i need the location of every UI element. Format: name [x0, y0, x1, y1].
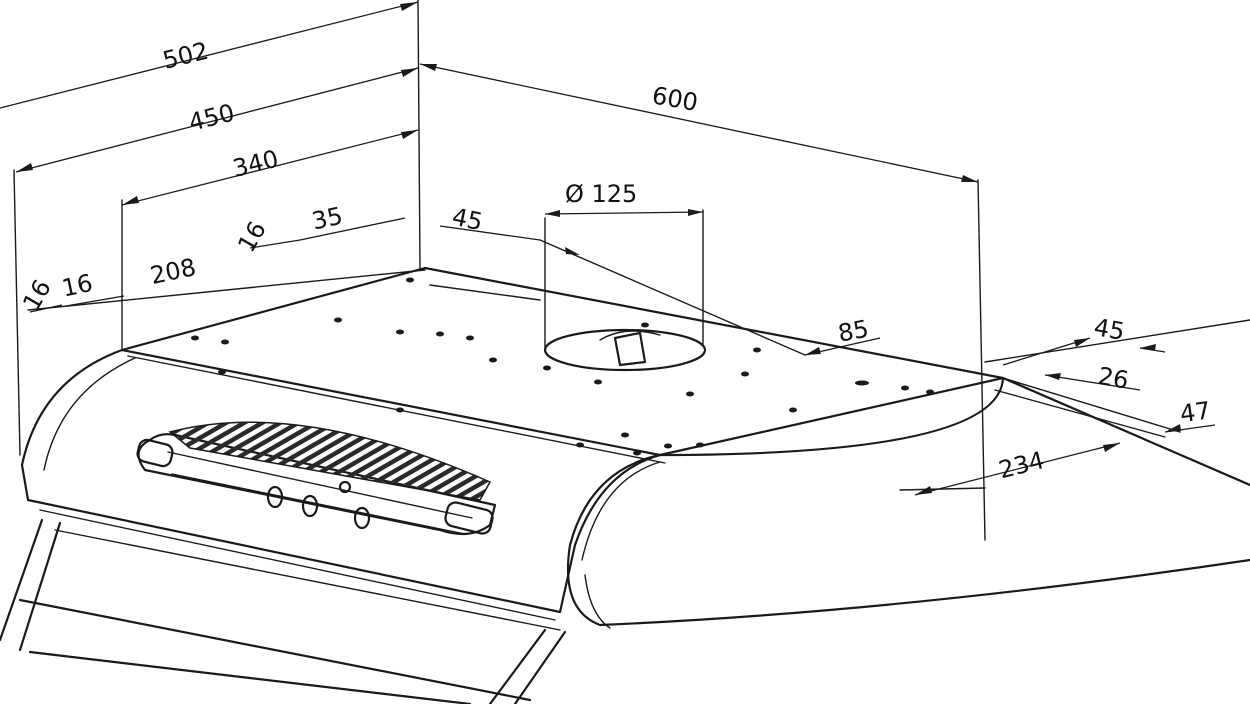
mounting-holes — [191, 277, 934, 456]
dim-small-left — [29, 217, 580, 313]
control-knob-3 — [353, 506, 371, 530]
dim-600 — [419, 63, 979, 183]
label-outlet-diameter: Ø 125 — [565, 180, 637, 208]
dim-85 — [804, 337, 881, 356]
label-35: 35 — [309, 202, 345, 236]
label-85: 85 — [836, 315, 871, 348]
label-16-a: 16 — [17, 275, 57, 315]
control-knob-1 — [266, 485, 284, 509]
hood-right-end-cap — [658, 376, 1250, 487]
extension-lines — [13, 0, 1250, 541]
label-16-b: 16 — [59, 269, 95, 303]
label-340: 340 — [230, 145, 281, 183]
left-grip-handle — [136, 438, 174, 468]
label-45-right: 45 — [1092, 313, 1127, 346]
label-47: 47 — [1178, 396, 1212, 428]
hood-front-panel — [20, 348, 662, 614]
exhaust-outlet — [543, 209, 707, 372]
control-panel-frame — [137, 433, 497, 536]
label-45-top: 45 — [449, 203, 485, 237]
dim-502 — [0, 1, 419, 109]
label-502: 502 — [160, 37, 211, 75]
control-knob-2 — [301, 494, 319, 518]
control-panel — [136, 421, 497, 536]
dim-340 — [121, 129, 419, 206]
dim-right — [914, 337, 1216, 496]
visor-panel — [0, 518, 567, 704]
label-16-c: 16 — [232, 217, 272, 257]
dim-450 — [15, 67, 419, 173]
dim-outlet-diameter — [544, 209, 704, 217]
right-grip-handle — [444, 501, 494, 535]
label-26: 26 — [1096, 362, 1131, 395]
label-208: 208 — [148, 253, 199, 290]
light-indicator — [338, 480, 352, 494]
label-450: 450 — [186, 99, 237, 137]
dimension-labels: 502 450 340 600 208 35 16 16 16 45 Ø 125… — [17, 37, 1212, 485]
grease-filter-grille — [168, 421, 492, 501]
label-234: 234 — [996, 446, 1047, 484]
label-600: 600 — [650, 81, 700, 117]
